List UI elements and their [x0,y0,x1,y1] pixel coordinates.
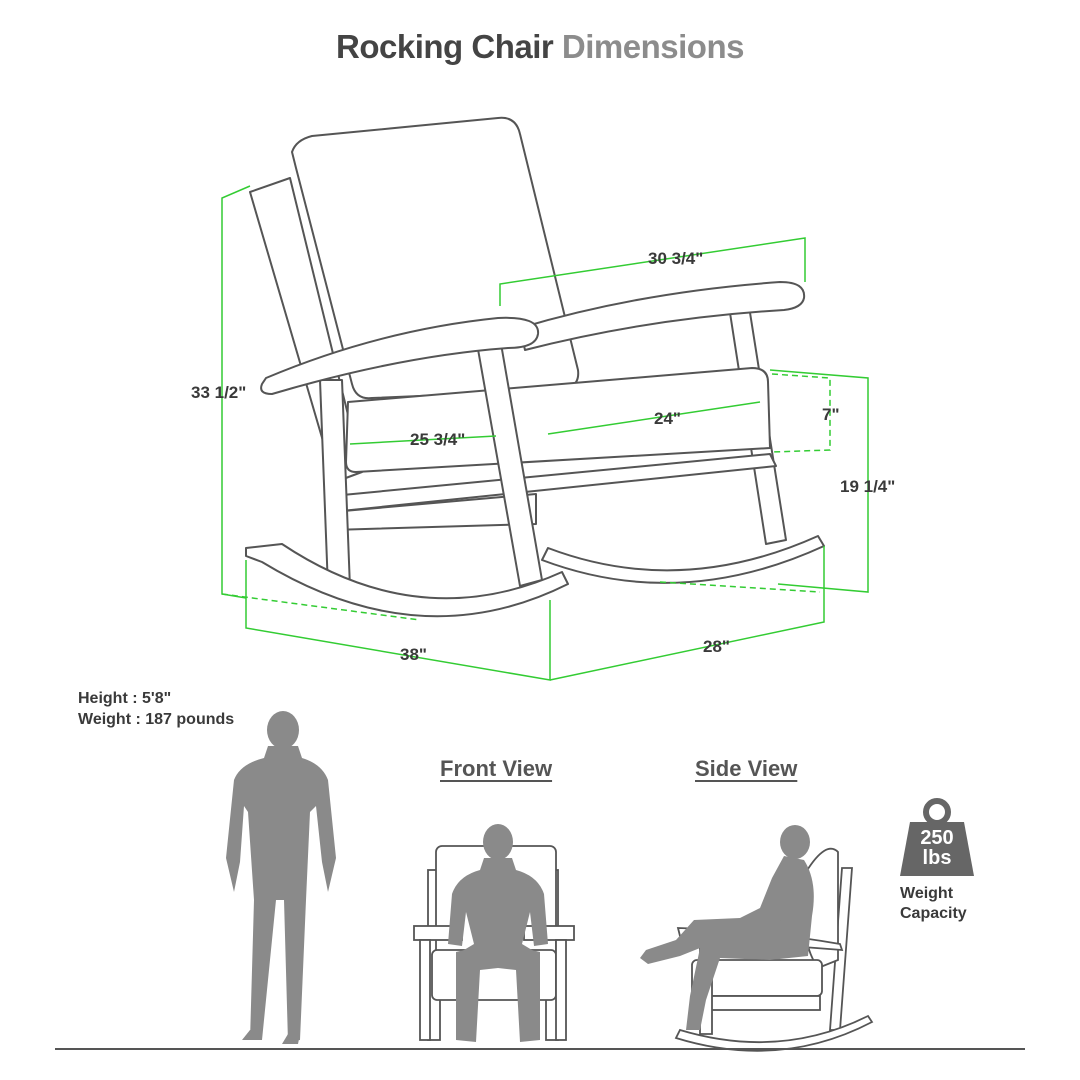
side-view-drawing [640,825,874,1052]
front-view-right-arm [523,925,575,941]
front-rocker [245,543,569,618]
weight-capacity-number: 250 [920,827,954,849]
dim-label-arm-width: 30 3/4" [648,249,704,268]
front-view-person [448,824,548,1042]
dim-line-arm-width [499,237,806,306]
seat-cushion [345,367,771,473]
dim-label-width: 28" [703,637,730,656]
right-armrest [519,281,806,351]
side-view-person [640,825,814,1030]
dim-label-seat-depth: 25 3/4" [410,430,466,449]
dim-label-seat-height: 19 1/4" [840,477,896,496]
dim-label-seat-width: 24" [654,409,681,428]
title-part-1: Rocking Chair [336,28,554,65]
dim-line-cushion-height [771,373,831,453]
front-view-right-leg [555,939,567,1041]
dim-line-width [549,546,825,681]
rear-rocker [541,535,825,584]
weight-icon [900,798,974,876]
weight-capacity-line-1: Weight [900,885,954,902]
weight-capacity-unit: lbs [922,847,952,869]
front-view-drawing [413,824,575,1042]
page-title: Rocking Chair Dimensions [0,28,1080,66]
person-silhouette-icon [226,711,336,1044]
dim-line-width-guide [659,581,821,593]
weight-capacity-caption: Weight Capacity [900,884,990,924]
dim-line-depth [245,560,551,681]
person-info: Height : 5'8" Weight : 187 pounds [78,688,234,730]
title-part-2: Dimensions [561,28,745,65]
dimension-lines [221,185,869,681]
chair-drawing [245,116,825,618]
dim-label-depth: 38" [400,645,427,664]
dim-line-seat-width [547,401,761,435]
dim-line-depth-guide [221,593,421,621]
dim-label-height: 33 1/2" [191,383,247,402]
left-armrest [260,316,540,395]
weight-capacity-line-2: Capacity [900,905,967,922]
dim-line-seat-height [769,369,869,593]
front-view-label: Front View [440,756,553,781]
front-view-left-leg [419,939,431,1041]
dim-line-seat-depth [349,435,497,445]
person-height: Height : 5'8" [78,690,172,707]
dim-label-cushion-height: 7" [822,405,840,424]
weight-capacity-badge: 250 lbs [904,800,970,868]
side-view-label: Side View [695,756,798,781]
person-weight: Weight : 187 pounds [78,711,235,728]
